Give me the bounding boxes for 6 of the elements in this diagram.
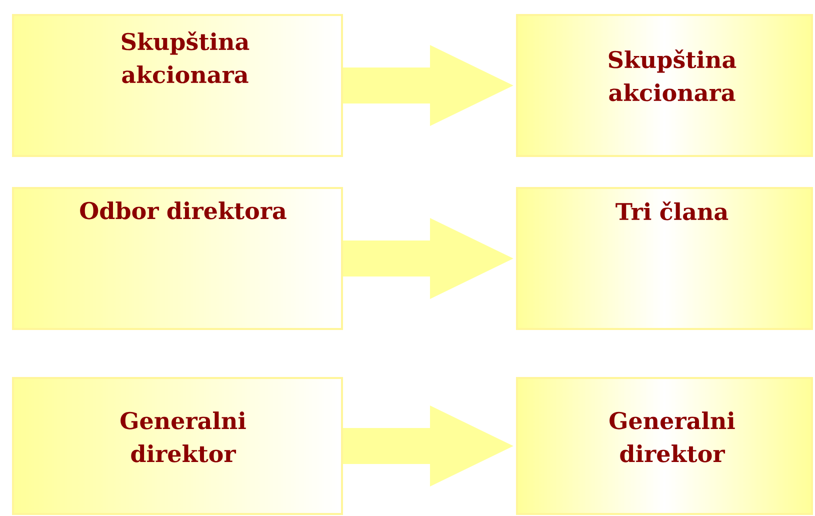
process-box: Generalni direktor [12, 377, 343, 515]
process-box: Odbor direktora [12, 187, 343, 330]
process-box: Skupština akcionara [12, 14, 343, 157]
process-box: Generalni direktor [516, 377, 813, 515]
process-box: Skupština akcionara [516, 14, 813, 157]
process-box: Tri člana [516, 187, 813, 330]
